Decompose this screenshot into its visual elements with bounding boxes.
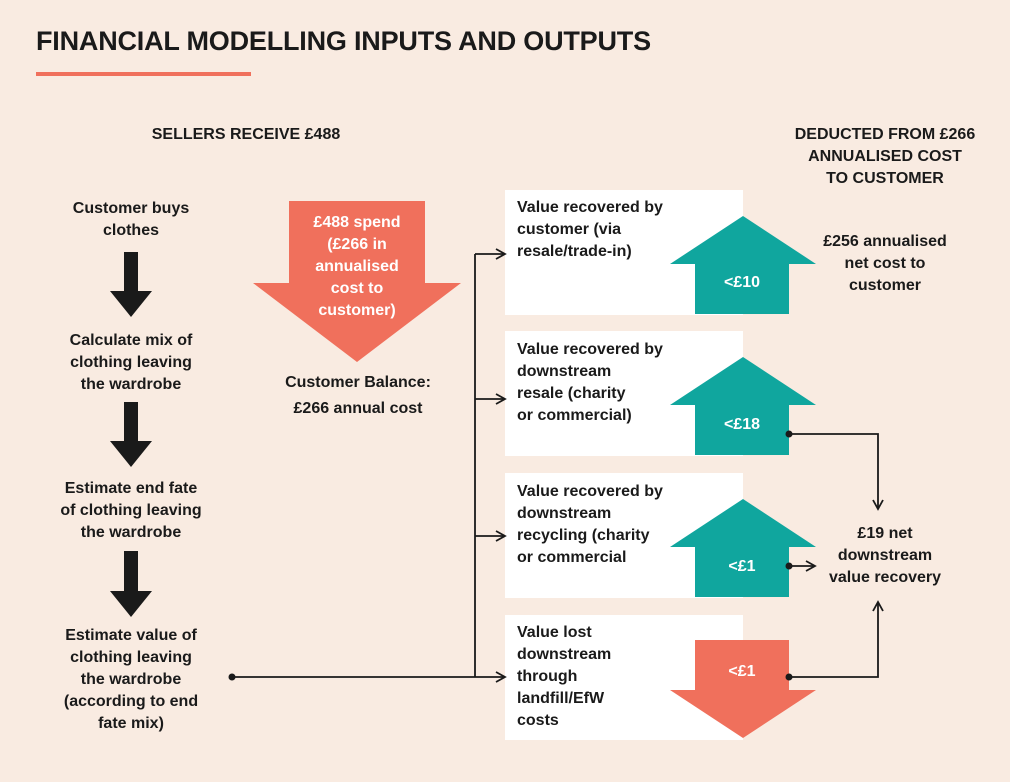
- net-recovery-line: £19 net: [857, 525, 913, 542]
- step-line: Estimate end fate: [64, 480, 198, 497]
- box-line: costs: [517, 712, 559, 729]
- step-line: fate mix): [98, 715, 164, 732]
- box-line: resale (charity: [517, 385, 626, 402]
- spend-line: (£266 in: [327, 236, 387, 253]
- flow-arrow-down-icon: [110, 551, 152, 617]
- customer-balance-line: Customer Balance:: [285, 374, 431, 391]
- value-box-customer-text: Value recovered by customer (via resale/…: [517, 197, 697, 263]
- box-line: downstream: [517, 646, 612, 663]
- deducted-header-line: DEDUCTED FROM £266: [794, 126, 976, 143]
- box-line: Value recovered by: [517, 199, 663, 216]
- spend-line: £488 spend: [313, 214, 401, 231]
- step-line: Customer buys: [72, 200, 190, 217]
- net-cost-line: customer: [848, 277, 922, 294]
- spend-line: cost to: [330, 280, 384, 297]
- deducted-header-line: ANNUALISED COST: [808, 148, 962, 165]
- box-line: downstream: [517, 363, 612, 380]
- value-customer-amount: <£10: [723, 274, 761, 291]
- box-line: Value recovered by: [517, 341, 663, 358]
- box-line: or commercial: [517, 549, 627, 566]
- step-line: clothes: [102, 222, 159, 239]
- box-line: Value recovered by: [517, 483, 663, 500]
- step-calculate-mix: Calculate mix of clothing leaving the wa…: [36, 330, 226, 396]
- step-estimate-end-fate: Estimate end fate of clothing leaving th…: [36, 478, 226, 544]
- up-arrow-icon: [670, 216, 816, 314]
- box-line: Value lost: [517, 624, 592, 641]
- step-line: the wardrobe: [80, 376, 182, 393]
- deducted-header-line: TO CUSTOMER: [826, 170, 944, 187]
- spend-line: annualised: [315, 258, 399, 275]
- up-arrow-icon: [670, 357, 816, 455]
- step-line: (according to end: [63, 693, 199, 710]
- box-line: landfill/EfW: [517, 690, 605, 707]
- step-line: clothing leaving: [70, 649, 192, 666]
- step-line: the wardrobe: [80, 671, 182, 688]
- flow-arrow-down-icon: [110, 252, 152, 317]
- step-line: of clothing leaving: [60, 502, 202, 519]
- value-box-recycling-text: Value recovered by downstream recycling …: [517, 481, 697, 569]
- page-title: FINANCIAL MODELLING INPUTS AND OUTPUTS: [36, 26, 651, 56]
- box-line: recycling (charity: [517, 527, 650, 544]
- net-cost-line: £256 annualised: [823, 233, 947, 250]
- connector-arrow: [789, 600, 884, 678]
- value-landfill-amount: <£1: [728, 663, 756, 680]
- box-line: through: [517, 668, 578, 685]
- step-customer-buys: Customer buys clothes: [36, 198, 226, 242]
- spend-line: customer): [318, 302, 396, 319]
- value-recycling-amount: <£1: [728, 558, 756, 575]
- down-arrow-icon: [670, 640, 816, 738]
- net-cost-line: net cost to: [844, 255, 926, 272]
- title-underline: [36, 72, 251, 76]
- flow-arrow-down-icon: [110, 402, 152, 467]
- net-recovery-label: £19 net downstream value recovery: [805, 523, 965, 589]
- box-line: or commercial): [517, 407, 632, 424]
- value-box-landfill-text: Value lost downstream through landfill/E…: [517, 622, 667, 732]
- spend-arrow-label: £488 spend (£266 in annualised cost to c…: [289, 212, 425, 322]
- box-line: customer (via: [517, 221, 622, 238]
- net-recovery-line: value recovery: [828, 569, 942, 586]
- step-line: Estimate value of: [65, 627, 197, 644]
- customer-balance: Customer Balance: £266 annual cost: [248, 370, 468, 422]
- value-resale-amount: <£18: [723, 416, 761, 433]
- step-line: the wardrobe: [80, 524, 182, 541]
- spend-arrow-icon: [253, 201, 461, 362]
- step-line: clothing leaving: [70, 354, 192, 371]
- box-line: resale/trade-in): [517, 243, 632, 260]
- value-box-resale-text: Value recovered by downstream resale (ch…: [517, 339, 697, 427]
- step-line: Calculate mix of: [69, 332, 193, 349]
- sellers-header: SELLERS RECEIVE £488: [151, 126, 341, 143]
- net-cost-label: £256 annualised net cost to customer: [800, 231, 970, 297]
- connector-arrow: [789, 433, 884, 511]
- deducted-header: DEDUCTED FROM £266 ANNUALISED COST TO CU…: [770, 124, 1000, 190]
- step-estimate-value: Estimate value of clothing leaving the w…: [36, 625, 226, 735]
- box-line: downstream: [517, 505, 612, 522]
- customer-balance-line: £266 annual cost: [293, 400, 423, 417]
- net-recovery-line: downstream: [837, 547, 933, 564]
- up-arrow-icon: [670, 499, 816, 597]
